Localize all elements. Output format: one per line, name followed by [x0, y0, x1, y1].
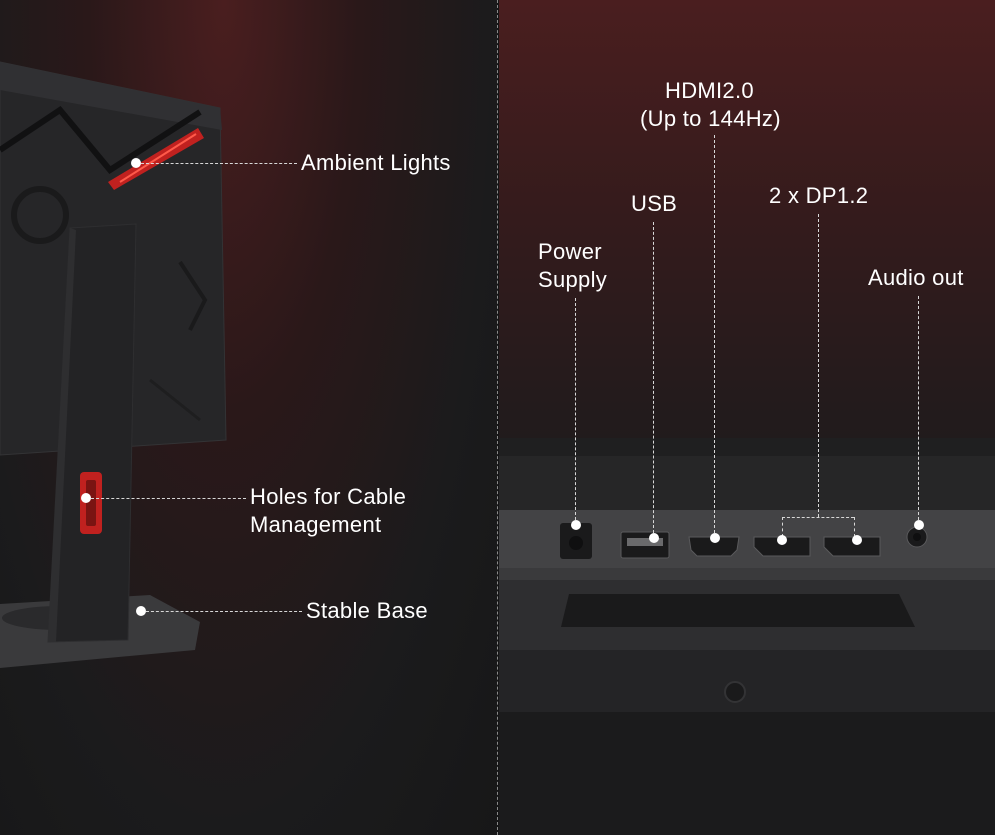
- cable-management-dot: [81, 493, 91, 503]
- housing-edge: [499, 712, 995, 835]
- stand-slot: [561, 594, 915, 627]
- cable-management-leader: [91, 498, 246, 499]
- power-supply-dot: [571, 520, 581, 530]
- bezel-ridge: [499, 456, 995, 511]
- ambient-lights-label: Ambient Lights: [301, 150, 451, 175]
- audio-out-leader: [918, 296, 919, 520]
- hdmi-label-line2: (Up to 144Hz): [640, 106, 781, 131]
- monitor-back-illustration: [0, 61, 227, 668]
- cable-management-label-line1: Holes for Cable: [250, 484, 407, 509]
- hdmi-leader: [714, 135, 715, 533]
- audio-jack-hole: [913, 533, 921, 541]
- usb-label: USB: [631, 191, 678, 216]
- bezel-top: [499, 438, 995, 458]
- dp-port-1: [753, 536, 811, 557]
- dp-dot-1: [777, 535, 787, 545]
- lower-housing-bottom: [499, 650, 995, 715]
- ports-illustration: [499, 438, 995, 835]
- port-plate-shade: [499, 568, 995, 580]
- ports-panel: Power Supply USB HDMI2.0 (Up to 144Hz) 2…: [499, 0, 995, 835]
- dp-bracket: [782, 517, 854, 518]
- stand-neck-edge: [48, 228, 76, 642]
- cable-management-label-line2: Management: [250, 512, 382, 537]
- dp-bracket-left: [782, 517, 783, 537]
- power-supply-label-line2: Supply: [538, 267, 608, 292]
- audio-out-label: Audio out: [868, 265, 964, 290]
- shell-groove: [178, 260, 208, 331]
- ambient-lights-dot: [131, 158, 141, 168]
- cable-hole-inner: [86, 480, 96, 526]
- chevron-accent: [0, 106, 202, 174]
- monitor-shell-highlight: [0, 62, 222, 130]
- dp-leader: [818, 214, 819, 517]
- power-supply-leader: [575, 298, 576, 520]
- vesa-mount: [11, 186, 69, 244]
- audio-out-dot: [914, 520, 924, 530]
- dp-port-2: [823, 536, 881, 557]
- usb-port-tongue: [627, 538, 663, 546]
- dp-bracket-right: [854, 517, 855, 537]
- stable-base-label: Stable Base: [306, 598, 428, 623]
- monitor-back-panel: Ambient Lights Holes for Cable Managemen…: [0, 0, 497, 835]
- usb-dot: [649, 533, 659, 543]
- power-port-pin: [569, 536, 583, 550]
- shell-groove: [149, 378, 201, 422]
- dp-dot-2: [852, 535, 862, 545]
- ambient-lights-leader: [141, 163, 297, 164]
- ambient-light-glow: [119, 133, 197, 183]
- hdmi-label-line1: HDMI2.0: [665, 78, 754, 103]
- hdmi-dot: [710, 533, 720, 543]
- panel-divider: [497, 0, 498, 835]
- dp-label: 2 x DP1.2: [769, 183, 869, 208]
- hdmi-port: [688, 536, 740, 557]
- stable-base-leader: [146, 611, 302, 612]
- stable-base-dot: [136, 606, 146, 616]
- usb-leader: [653, 222, 654, 533]
- screw-hole: [724, 681, 746, 703]
- power-supply-label-line1: Power: [538, 239, 602, 264]
